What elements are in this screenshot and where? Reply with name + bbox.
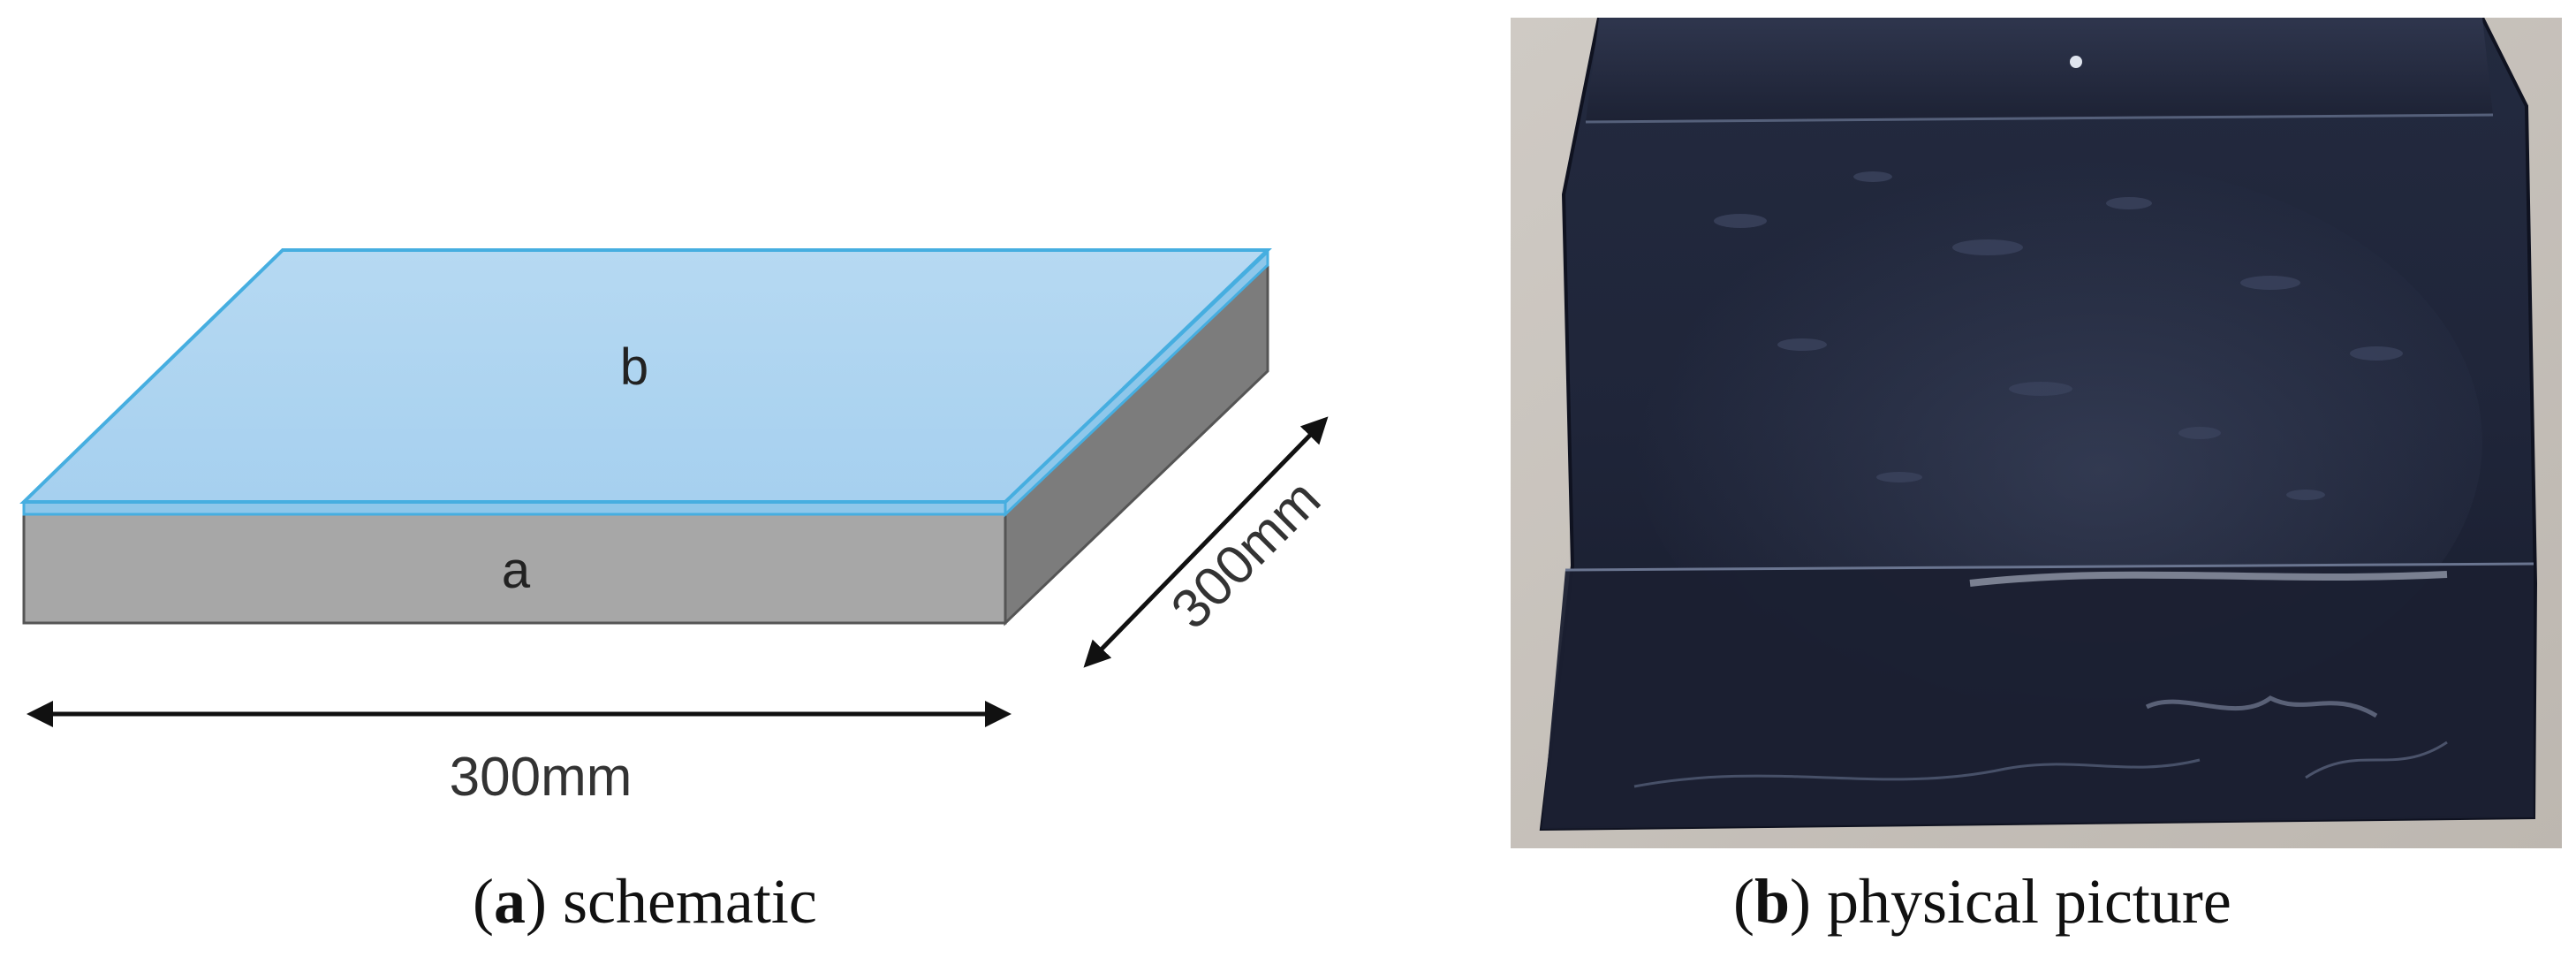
caption-schematic-text: schematic: [562, 866, 817, 937]
upper-tape-edge: [1585, 113, 2494, 124]
lower-band-glare: [2145, 695, 2378, 718]
lower-band-crack-2: [2305, 741, 2448, 779]
physical-photo-panel: [1511, 18, 2562, 848]
lower-band-highlight: [1969, 571, 2448, 587]
lower-band-crack: [1633, 758, 2201, 788]
top-layer-label: b: [620, 338, 648, 396]
lower-tape-band: [1542, 564, 2534, 829]
caption-physical-picture: (b) physical picture: [1733, 866, 2231, 937]
upper-tape-band: [1586, 18, 2493, 122]
base-layer-label: a: [502, 542, 531, 599]
caption-physical-picture-text: physical picture: [1827, 866, 2231, 937]
caption-schematic: (a) schematic: [473, 866, 817, 937]
width-dimension-label: 300mm: [450, 747, 633, 808]
depth-dimension-label: 300mm: [1160, 468, 1332, 641]
caption-physical-picture-letter: b: [1754, 866, 1791, 937]
schematic-drawing: b a 300mm 300mm: [19, 248, 1332, 808]
top-layer-front-strip: [22, 500, 1007, 516]
lower-tape-edge: [1565, 562, 2534, 572]
top-bright-speck: [2070, 56, 2082, 68]
physical-photo: [1511, 18, 2562, 848]
base-layer-front-face: [22, 511, 1007, 625]
depth-dimension-arrow: [1083, 416, 1329, 668]
schematic-panel: b a 300mm 300mm: [19, 248, 1332, 808]
top-layer-top-face: [19, 248, 1272, 504]
caption-schematic-letter: a: [493, 866, 526, 937]
surface-specks: [1714, 171, 2403, 500]
